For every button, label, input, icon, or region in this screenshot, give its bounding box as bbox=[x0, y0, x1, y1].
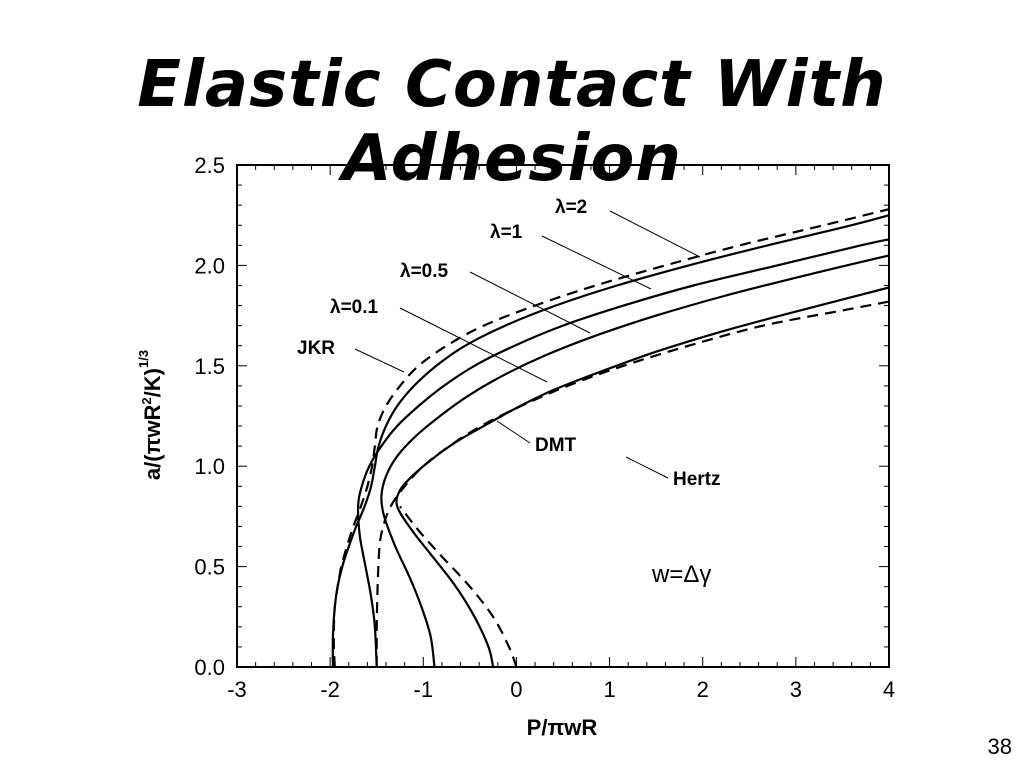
series-lines bbox=[331, 208, 890, 668]
x-tick-label: 3 bbox=[790, 677, 802, 702]
series-line-lambda-2 bbox=[395, 286, 890, 668]
x-tick-label: -2 bbox=[320, 677, 340, 702]
series-line-lambda-0-5 bbox=[356, 238, 890, 668]
leader-line-dmt bbox=[496, 420, 531, 444]
x-tick-label: 0 bbox=[510, 677, 522, 702]
y-tick-label: 0.0 bbox=[194, 655, 225, 680]
y-axis-label-main: a/(πwR bbox=[140, 404, 165, 480]
series-line-dmt bbox=[375, 300, 890, 668]
series-label-lambda-1: λ=1 bbox=[490, 222, 523, 243]
series-line-lambda-0-1 bbox=[331, 214, 890, 668]
leader-line-jkr bbox=[354, 348, 405, 373]
slide-number: 38 bbox=[987, 734, 1012, 759]
leader-line-lambda-2 bbox=[609, 210, 701, 258]
x-tick-label: 2 bbox=[697, 677, 709, 702]
y-tick-label: 1.0 bbox=[194, 454, 225, 479]
leader-line-hertz bbox=[625, 456, 669, 479]
x-tick-label: 1 bbox=[603, 677, 615, 702]
y-tick-label: 1.5 bbox=[194, 354, 225, 379]
series-line-lambda-1 bbox=[380, 254, 890, 668]
axis-tick-labels: -3 -2 -1 0 1 2 3 4 0.0 0.5 1.0 1.5 2.0 2.5 bbox=[194, 153, 895, 702]
y-axis-label: a/(πwR2/K)1/3 bbox=[136, 350, 165, 480]
leader-line-lambda-0-1 bbox=[399, 307, 548, 383]
series-label-jkr: JKR bbox=[297, 338, 335, 359]
axis-ticks bbox=[236, 164, 890, 668]
plot-frame bbox=[236, 164, 890, 668]
x-axis-label: P/πwR bbox=[527, 715, 598, 740]
x-tick-label: 4 bbox=[883, 677, 895, 702]
y-tick-label: 0.5 bbox=[194, 555, 225, 580]
leader-lines bbox=[354, 210, 701, 479]
series-line-hertz bbox=[399, 505, 518, 668]
y-axis-label-mid: /K) bbox=[140, 368, 165, 397]
x-tick-label: -3 bbox=[227, 677, 247, 702]
x-tick-label: -1 bbox=[414, 677, 434, 702]
series-label-dmt: DMT bbox=[535, 435, 577, 456]
slide-title: Elastic Contact With Adhesion bbox=[137, 48, 887, 196]
y-tick-label: 2.0 bbox=[194, 253, 225, 278]
series-label-lambda-0-5: λ=0.5 bbox=[400, 261, 449, 282]
leader-line-lambda-1 bbox=[541, 235, 652, 290]
y-axis-label-sup2: 1/3 bbox=[136, 350, 151, 368]
y-axis-label-sup1: 2 bbox=[139, 397, 154, 404]
series-label-lambda-2: λ=2 bbox=[555, 197, 587, 218]
work-of-adhesion-annotation: w=Δγ bbox=[651, 561, 711, 588]
series-label-lambda-0-1: λ=0.1 bbox=[330, 297, 379, 318]
leader-line-lambda-0-5 bbox=[469, 271, 591, 334]
series-label-hertz: Hertz bbox=[673, 469, 721, 490]
y-tick-label: 2.5 bbox=[194, 153, 225, 178]
